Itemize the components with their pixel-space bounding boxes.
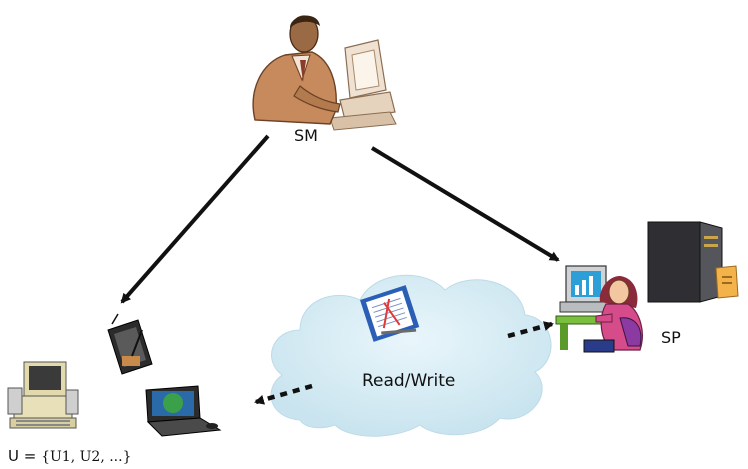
users-label: U = {U1, U2, ...} bbox=[8, 447, 131, 465]
users-label-prefix: U = bbox=[8, 447, 42, 465]
desktop-computer-icon bbox=[7, 361, 79, 429]
sp-label: SP bbox=[661, 328, 681, 347]
arrow-sm-to-sp bbox=[370, 146, 560, 262]
arrow-cloud-to-users bbox=[254, 383, 313, 405]
workstation-icon bbox=[555, 221, 739, 353]
read-write-label: Read/Write bbox=[362, 371, 456, 391]
tablet-icon bbox=[107, 313, 153, 375]
sm-label: SM bbox=[294, 126, 318, 145]
laptop-icon bbox=[145, 385, 222, 437]
cloud-shape bbox=[270, 274, 552, 437]
arrow-sm-to-users bbox=[120, 134, 270, 304]
users-label-set: {U1, U2, ...} bbox=[41, 449, 132, 465]
businessman-icon bbox=[252, 15, 397, 131]
document-icon bbox=[360, 285, 420, 342]
